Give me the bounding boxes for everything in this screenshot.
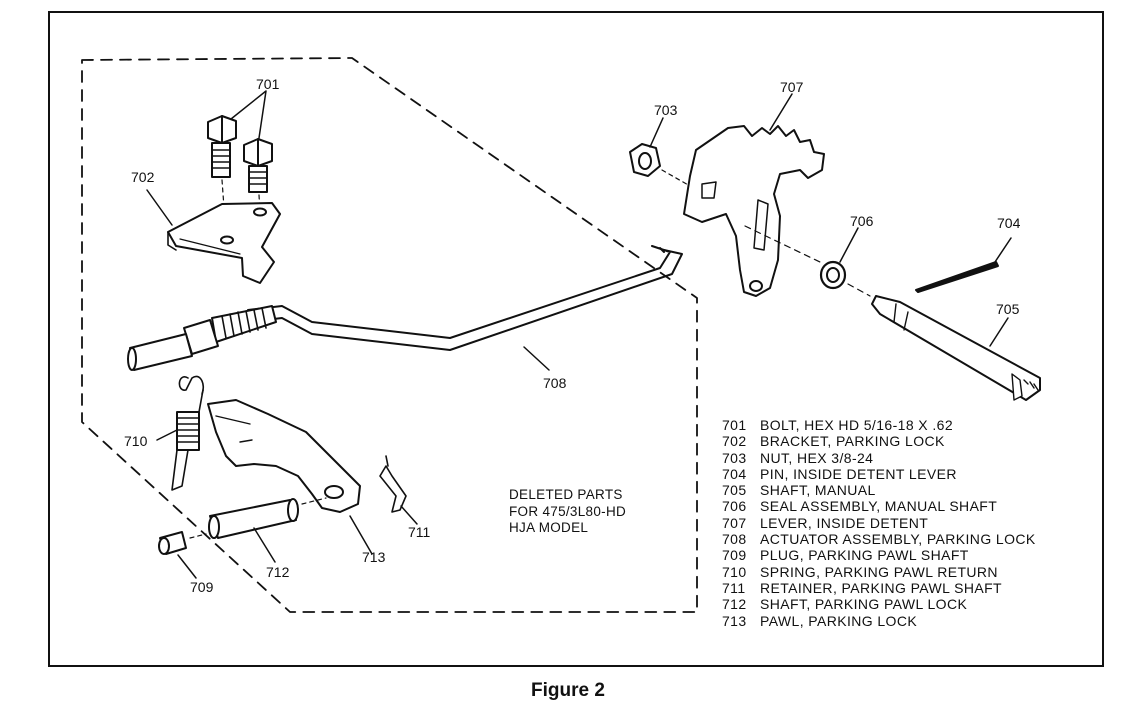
legend-row: 706 SEAL ASSEMBLY, MANUAL SHAFT [722,498,1036,514]
legend-row: 704 PIN, INSIDE DETENT LEVER [722,466,1036,482]
legend-row: 713 PAWL, PARKING LOCK [722,613,1036,629]
retainer-711 [379,455,407,513]
manual-shaft-705 [871,295,1041,401]
nut-703 [629,143,661,177]
legend-row: 708 ACTUATOR ASSEMBLY, PARKING LOCK [722,531,1036,547]
legend-number: 703 [722,449,747,466]
legend-row: 709 PLUG, PARKING PAWL SHAFT [722,547,1036,563]
bolt-701-right [243,138,273,193]
callout-701: 701 [256,76,280,92]
actuator-assembly-708 [127,245,683,371]
pawl-713 [207,399,361,513]
legend-description: SHAFT, PARKING PAWL LOCK [760,596,968,613]
legend-description: ACTUATOR ASSEMBLY, PARKING LOCK [760,531,1036,548]
legend-number: 708 [722,531,747,548]
callout-713: 713 [362,549,386,565]
legend-row: 711 RETAINER, PARKING PAWL SHAFT [722,580,1036,596]
callout-703: 703 [654,102,678,118]
legend-number: 713 [722,612,747,629]
legend-row: 712 SHAFT, PARKING PAWL LOCK [722,596,1036,612]
seal-706 [819,260,847,290]
deleted-parts-boundary [81,57,698,613]
callout-706: 706 [850,213,874,229]
legend-description: PAWL, PARKING LOCK [760,612,918,629]
callout-705: 705 [996,301,1020,317]
pin-704 [915,261,999,293]
legend-description: LEVER, INSIDE DETENT [760,514,929,531]
spring-710 [171,375,205,491]
callout-702: 702 [131,169,155,185]
legend-number: 704 [722,465,747,482]
legend-row: 701 BOLT, HEX HD 5/16-18 X .62 [722,417,1036,433]
callout-710: 710 [124,433,148,449]
legend-row: 702 BRACKET, PARKING LOCK [722,433,1036,449]
legend-description: PIN, INSIDE DETENT LEVER [760,465,957,482]
callout-709: 709 [190,579,214,595]
legend-description: BOLT, HEX HD 5/16-18 X .62 [760,417,954,433]
parts-legend: 701 BOLT, HEX HD 5/16-18 X .62 702 BRACKET… [722,417,1036,629]
figure-frame [48,11,1104,667]
legend-description: SEAL ASSEMBLY, MANUAL SHAFT [760,498,998,515]
deleted-note-line: FOR 475/3L80-HD [509,503,627,519]
callout-711: 711 [408,524,431,540]
shaft-712 [208,498,299,539]
legend-number: 701 [722,417,747,433]
legend-description: SPRING, PARKING PAWL RETURN [760,563,998,580]
callout-704: 704 [997,215,1021,231]
detent-lever-707 [683,125,825,297]
legend-number: 709 [722,547,747,564]
legend-description: PLUG, PARKING PAWL SHAFT [760,547,969,564]
legend-number: 707 [722,514,747,531]
callout-707: 707 [780,79,804,95]
bolt-701-left [207,115,237,178]
legend-description: RETAINER, PARKING PAWL SHAFT [760,579,1002,596]
plug-709 [158,531,187,555]
legend-number: 711 [722,579,746,596]
legend-row: 703 NUT, HEX 3/8-24 [722,450,1036,466]
figure-caption: Figure 2 [531,680,605,701]
legend-number: 706 [722,498,747,515]
legend-description: NUT, HEX 3/8-24 [760,449,874,466]
legend-number: 702 [722,433,747,450]
legend-description: SHAFT, MANUAL [760,482,876,499]
legend-row: 710 SPRING, PARKING PAWL RETURN [722,564,1036,580]
legend-number: 710 [722,563,747,580]
legend-number: 705 [722,482,747,499]
deleted-parts-note: DELETED PARTS FOR 475/3L80-HD HJA MODEL [509,487,626,537]
deleted-note-line: DELETED PARTS [509,487,623,502]
legend-row: 705 SHAFT, MANUAL [722,482,1036,498]
callout-708: 708 [543,375,567,391]
callout-712: 712 [266,564,290,580]
legend-number: 712 [722,596,747,613]
bracket-702 [167,202,281,284]
legend-row: 707 LEVER, INSIDE DETENT [722,515,1036,531]
legend-description: BRACKET, PARKING LOCK [760,433,945,450]
deleted-note-line: HJA MODEL [509,520,589,535]
